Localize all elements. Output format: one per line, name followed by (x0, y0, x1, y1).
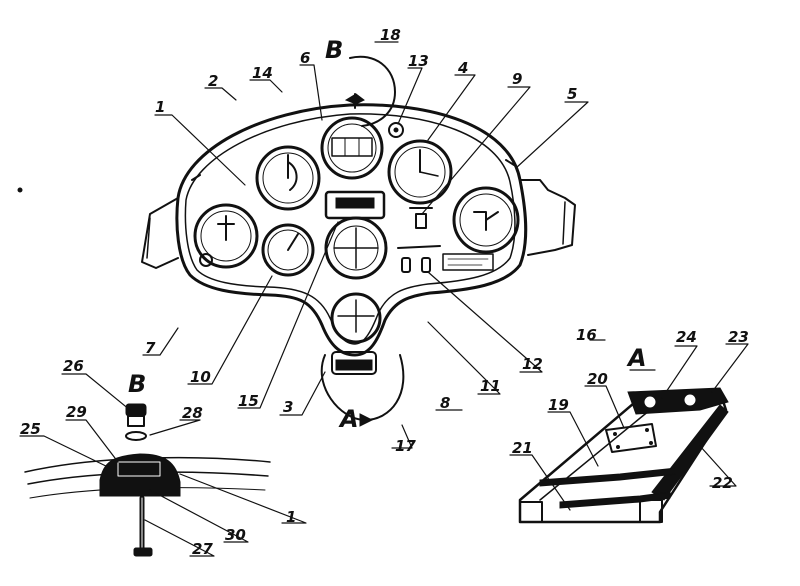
callout-1-detail: 1 (286, 508, 296, 526)
view-label-a-bottom: A (338, 405, 359, 433)
callout-11: 11 (480, 377, 501, 395)
callout-8: 8 (440, 394, 450, 412)
instrument-panel (141, 93, 576, 375)
callout-18: 18 (380, 26, 401, 44)
callout-5: 5 (567, 85, 577, 103)
callout-15: 15 (238, 392, 259, 410)
callout-1: 1 (155, 98, 165, 116)
gauge-top-center (320, 116, 384, 180)
callout-21: 21 (512, 439, 533, 457)
callout-23: 23 (728, 328, 749, 346)
small-knob-13 (388, 122, 404, 138)
compass-box (324, 190, 386, 220)
detail-a (509, 343, 749, 524)
callout-28: 28 (182, 404, 203, 422)
view-label-b-detail: B (128, 370, 146, 398)
toggle-switches (397, 245, 494, 273)
callout-19: 19 (548, 396, 569, 414)
callout-27: 27 (192, 540, 213, 558)
view-label-b-top: B (325, 36, 343, 64)
detail-b (19, 373, 307, 557)
callout-12: 12 (522, 355, 543, 373)
leader-lines (142, 41, 606, 449)
callout-17: 17 (395, 437, 416, 455)
callout-25: 25 (20, 420, 41, 438)
callout-22: 22 (712, 474, 733, 492)
gauge-top-right (387, 139, 453, 205)
callout-20: 20 (587, 370, 608, 388)
callout-30: 30 (225, 526, 246, 544)
callout-16: 16 (576, 326, 597, 344)
gauge-right (452, 186, 520, 254)
gauge-mid-left (261, 223, 315, 277)
gauge-left (193, 203, 259, 269)
view-label-a-detail: A (626, 344, 647, 372)
gauge-top-left (255, 145, 321, 211)
callout-2: 2 (208, 72, 218, 90)
callout-7: 7 (145, 339, 156, 357)
callout-13: 13 (408, 52, 429, 70)
callout-29: 29 (66, 403, 87, 421)
turn-indicator (330, 292, 382, 344)
artificial-horizon (324, 216, 388, 280)
callout-26: 26 (63, 357, 84, 375)
callout-24: 24 (676, 328, 697, 346)
callout-6: 6 (300, 49, 310, 67)
callout-10: 10 (190, 368, 211, 386)
view-b-arc-arrow (349, 55, 396, 127)
callout-4: 4 (457, 59, 468, 77)
callout-3: 3 (283, 398, 293, 416)
stray-mark (17, 187, 23, 193)
callout-9: 9 (512, 70, 522, 88)
switch-9 (409, 207, 433, 229)
callout-14: 14 (252, 64, 273, 82)
callout-numbers: 1 2 3 4 5 6 7 8 9 10 11 12 13 14 15 16 1… (20, 26, 749, 558)
view-labels: B A A B (128, 36, 647, 433)
